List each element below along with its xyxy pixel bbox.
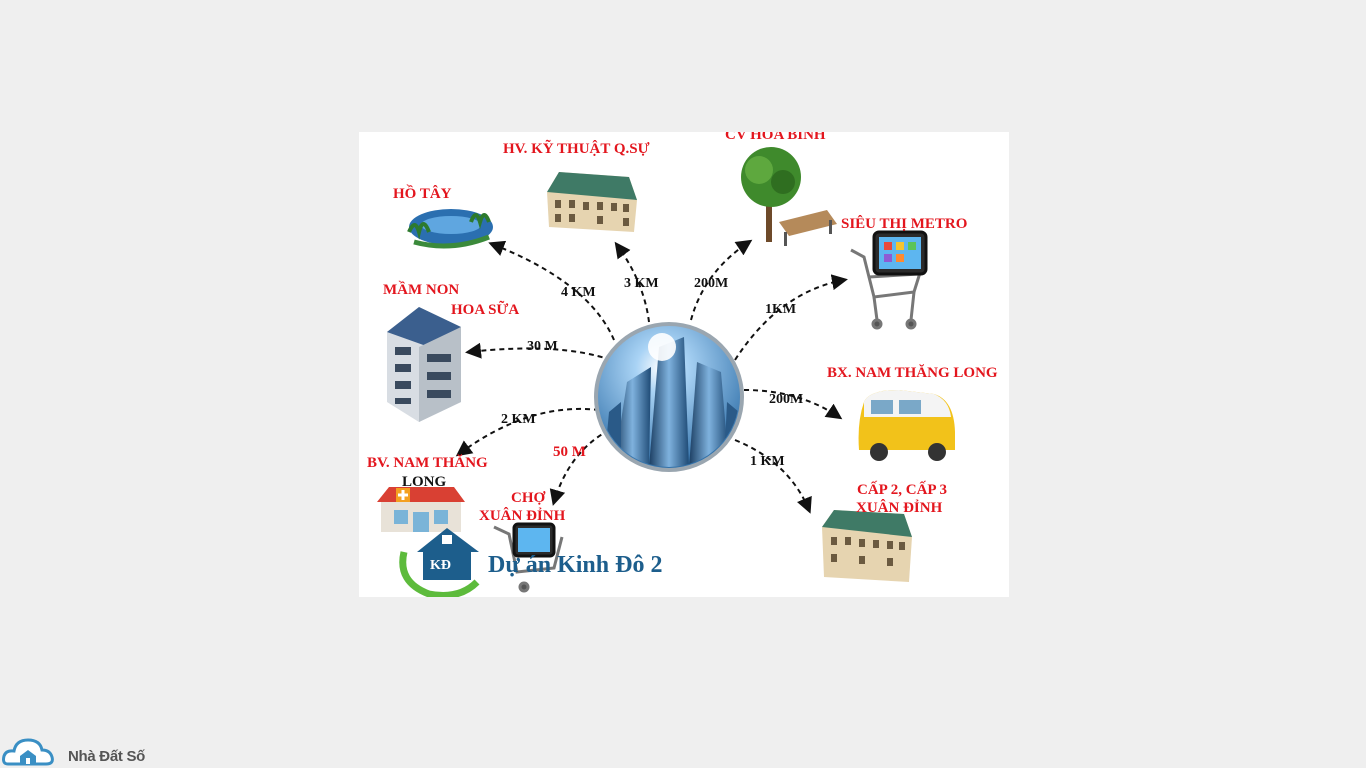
label-cv-hoa-binh: CV HÒA BÌNH (725, 132, 826, 143)
label-sieu-thi-metro: SIÊU THỊ METRO (841, 216, 968, 232)
hospital-icon (377, 487, 465, 532)
bus-icon (858, 390, 955, 461)
label-bv-line2: LONG (402, 474, 447, 490)
location-map-image: CV HÒA BÌNH HV. KỸ THUẬT Q.SỰ HỒ TÂY SIÊ… (359, 132, 1009, 597)
distance-sieu-thi-metro: 1KM (765, 302, 797, 317)
brand-caption: Dự án Kinh Đô 2 (488, 552, 663, 578)
kindergarten-building-icon (387, 307, 461, 422)
label-cap23-line2: XUÂN ĐỈNH (856, 500, 943, 516)
project-hub-image (594, 322, 744, 472)
distance-cap23-xuan-dinh: 1 KM (750, 454, 785, 469)
label-cap23-line1: CẤP 2, CẤP 3 (857, 482, 947, 498)
distance-cho-xuan-dinh: 50 M (553, 444, 586, 460)
site-watermark-logo (2, 738, 54, 766)
distance-hv-ky-thuat: 3 KM (624, 276, 659, 291)
label-mam-non-line2: HOA SỮA (451, 302, 520, 318)
label-cho-line1: CHỢ (511, 490, 546, 506)
lake-icon (407, 209, 493, 249)
distance-cv-hoa-binh: 200M (694, 276, 729, 291)
market-cart-icon (493, 522, 564, 593)
label-bv-line1: BV. NAM THĂNG (367, 455, 488, 471)
label-bx-nam-thang-long: BX. NAM THĂNG LONG (827, 365, 998, 381)
kinh-do-logo-icon (399, 528, 480, 597)
academy-building-icon (547, 172, 637, 232)
kinh-do-logo-text: KĐ (430, 558, 451, 573)
shopping-cart-icon (850, 230, 928, 330)
site-watermark-text: Nhà Đất Số (68, 748, 146, 765)
label-ho-tay: HỒ TÂY (393, 186, 452, 202)
map-illustration (377, 147, 955, 597)
park-tree-icon (741, 147, 837, 246)
label-cho-line2: XUÂN ĐỈNH (479, 508, 566, 524)
distance-ho-tay: 4 KM (561, 285, 596, 300)
distance-bv-nam-thang-long: 2 KM (501, 412, 536, 427)
label-hv-ky-thuat: HV. KỸ THUẬT Q.SỰ (503, 141, 650, 157)
distance-arrows (455, 239, 848, 514)
label-mam-non-line1: MẦM NON (383, 282, 460, 298)
distance-bx-nam-thang-long: 200M (769, 392, 804, 407)
distance-mam-non: 30 M (527, 339, 558, 354)
school-building-icon (822, 510, 912, 582)
